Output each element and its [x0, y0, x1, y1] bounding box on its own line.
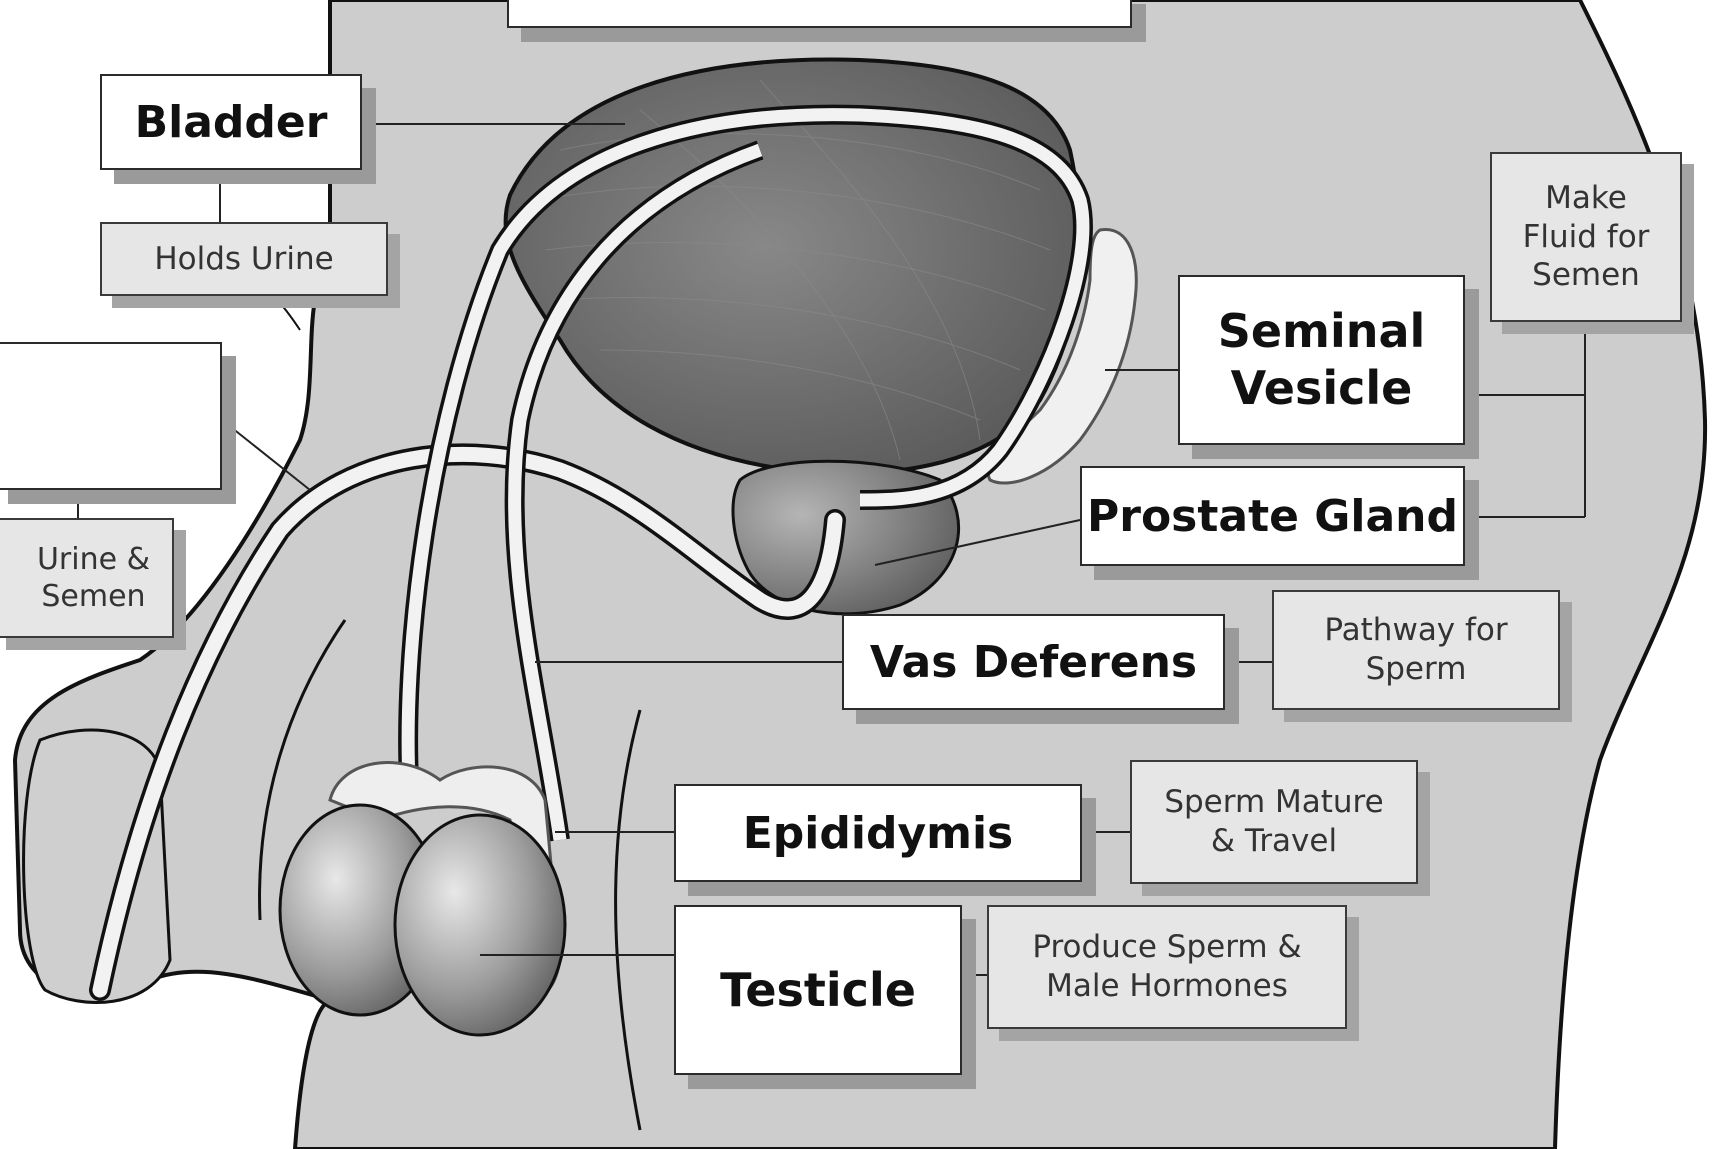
vas-deferens-label-box: Vas Deferens: [842, 614, 1225, 710]
testicle-right: [395, 815, 565, 1035]
seminal-prostate-function: Make Fluid for Semen: [1523, 179, 1650, 295]
urethra-function-box: Urine & Semen: [0, 518, 174, 638]
bladder-function-box: Holds Urine: [100, 222, 388, 296]
epididymis-function-box: Sperm Mature & Travel: [1130, 760, 1418, 884]
testicle-function: Produce Sperm & Male Hormones: [1032, 928, 1301, 1006]
bladder-label: Bladder: [135, 97, 328, 148]
urethra-function: Urine & Semen: [37, 541, 150, 616]
seminal-vesicle-label: Seminal Vesicle: [1218, 303, 1426, 418]
seminal-prostate-function-box: Make Fluid for Semen: [1490, 152, 1682, 322]
testicle-function-box: Produce Sperm & Male Hormones: [987, 905, 1347, 1029]
top-blank-label-box: [507, 0, 1132, 28]
bladder-label-box: Bladder: [100, 74, 362, 170]
testicle-label: Testicle: [720, 963, 916, 1017]
vas-deferens-function: Pathway for Sperm: [1324, 611, 1507, 689]
epididymis-function: Sperm Mature & Travel: [1164, 783, 1383, 861]
vas-deferens-label: Vas Deferens: [870, 637, 1197, 688]
left-blank-label-box: [0, 342, 222, 490]
bladder-function: Holds Urine: [154, 240, 333, 279]
prostate-gland-label: Prostate Gland: [1087, 491, 1458, 542]
prostate-gland-label-box: Prostate Gland: [1080, 466, 1465, 566]
epididymis-label-box: Epididymis: [674, 784, 1082, 882]
prostate-organ: [733, 461, 959, 614]
seminal-vesicle-label-box: Seminal Vesicle: [1178, 275, 1465, 445]
testicle-label-box: Testicle: [674, 905, 962, 1075]
epididymis-label: Epididymis: [743, 808, 1014, 859]
vas-deferens-function-box: Pathway for Sperm: [1272, 590, 1560, 710]
